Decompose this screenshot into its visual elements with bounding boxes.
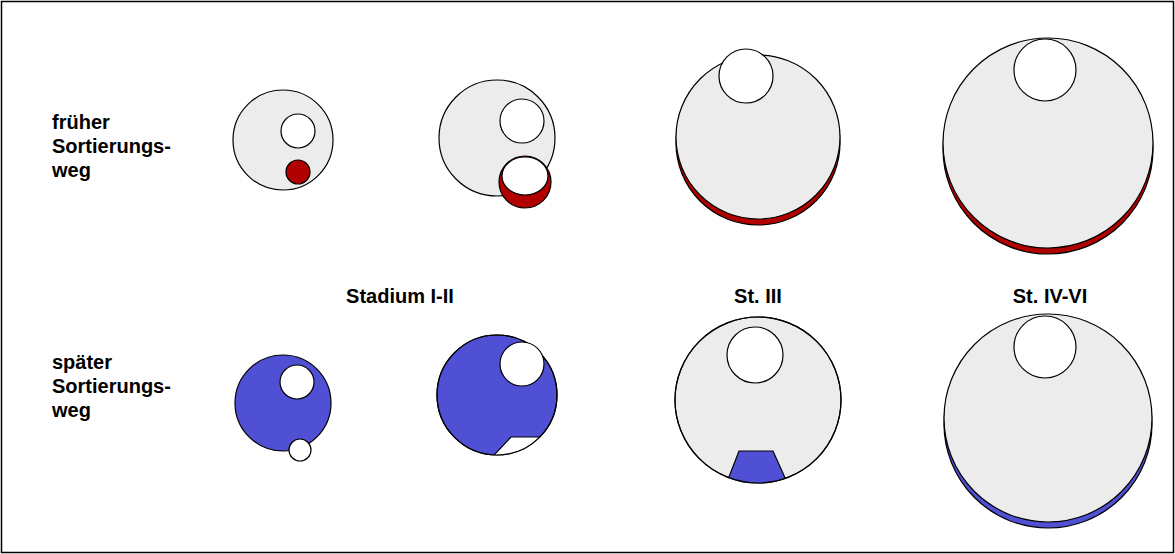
row-label: später Sortierungs- weg [52,350,171,422]
stage-label: St. IV-VI [1013,284,1087,308]
stage-label: St. III [734,284,782,308]
stage-label: Stadium I-II [346,284,454,308]
row-label: früher Sortierungs- weg [52,110,171,182]
